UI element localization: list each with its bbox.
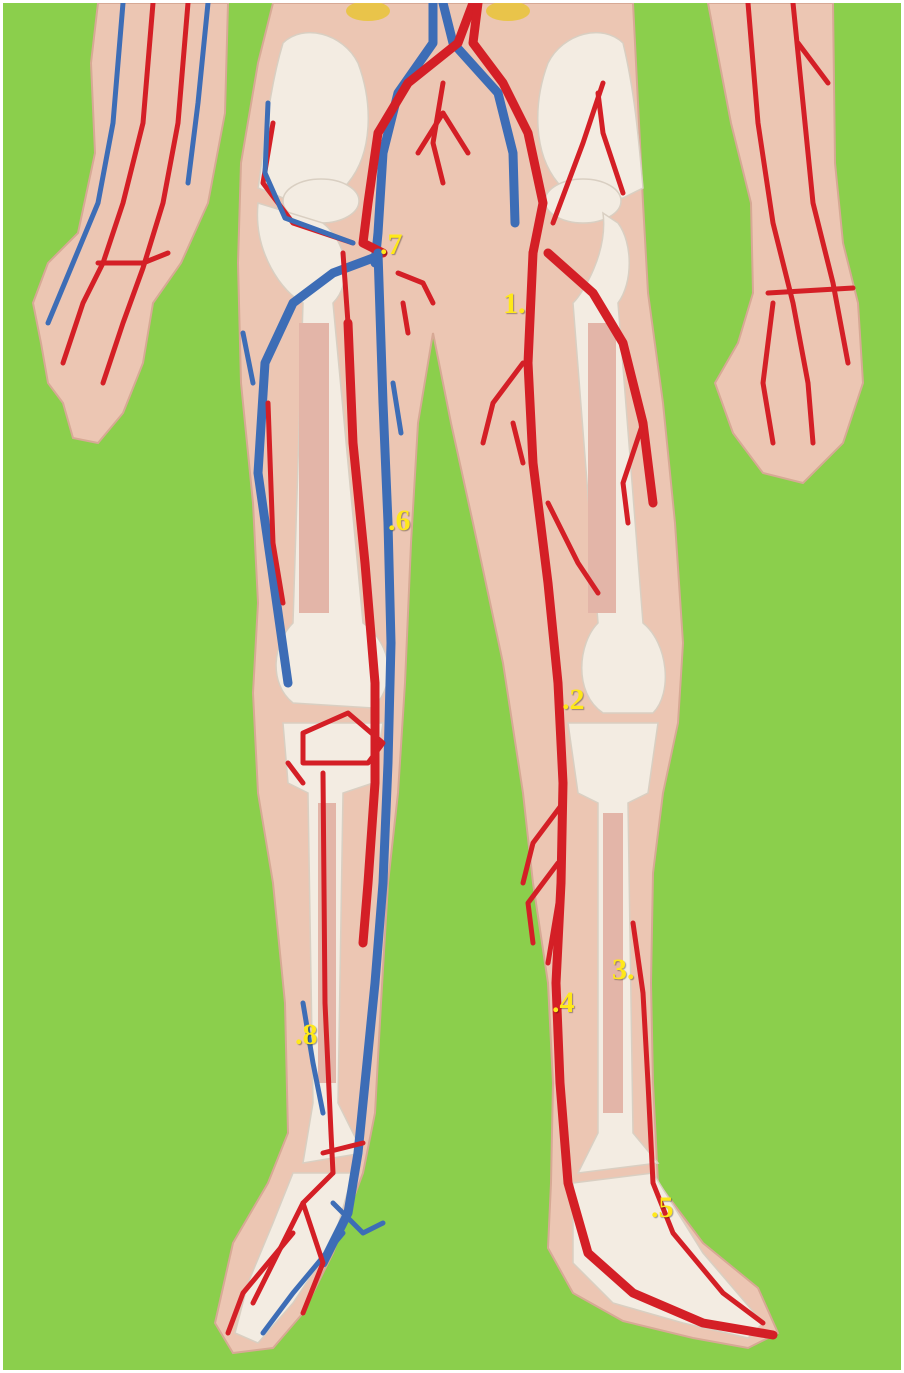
label-1: 1. [503, 289, 526, 319]
label-3: 3. [612, 955, 635, 985]
circulatory-leg-model [3, 3, 904, 1373]
label-8: .8 [295, 1020, 318, 1050]
label-6: .6 [388, 506, 411, 536]
label-4: .4 [552, 988, 575, 1018]
label-7: .7 [380, 230, 403, 260]
label-5: .5 [651, 1193, 674, 1223]
label-2: .2 [562, 685, 585, 715]
